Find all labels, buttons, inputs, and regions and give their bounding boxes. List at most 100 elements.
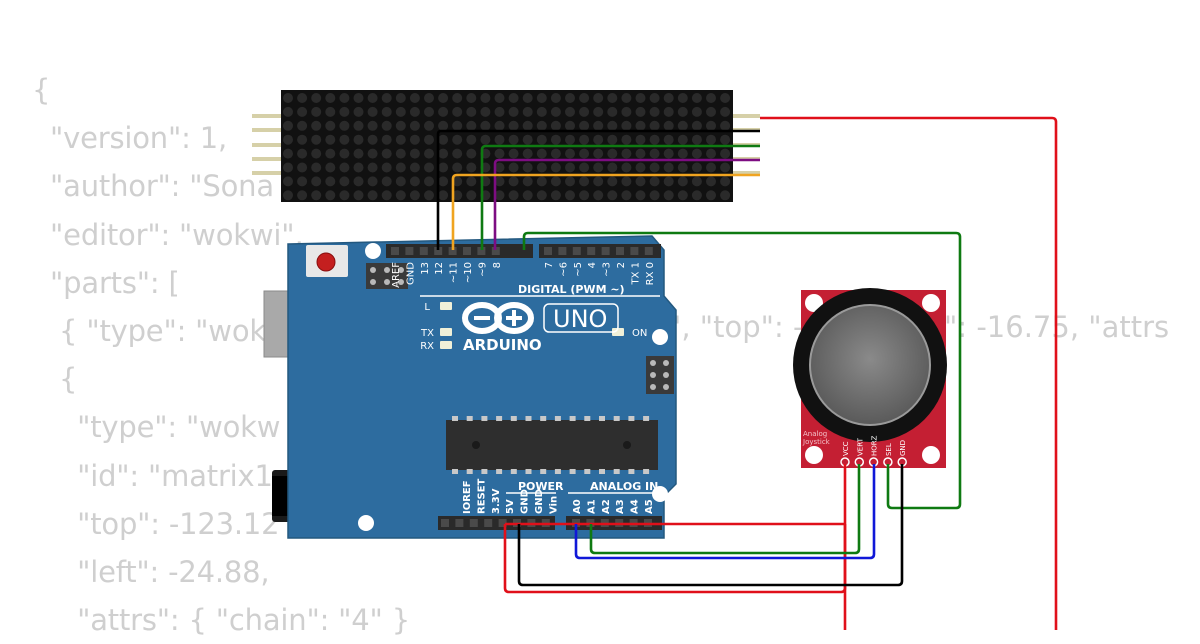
matrix-led [494, 120, 505, 131]
digital-pin[interactable] [644, 247, 653, 255]
code-line: "id": "matrix1 [32, 458, 273, 493]
matrix-led [649, 190, 660, 201]
digital-pin[interactable] [601, 247, 610, 255]
matrix-led [593, 176, 604, 187]
matrix-led [607, 190, 618, 201]
matrix-led [508, 134, 519, 145]
matrix-led [635, 162, 646, 173]
matrix-led [480, 120, 491, 131]
icsp-header [366, 263, 408, 289]
wire-horz[interactable] [574, 464, 876, 560]
matrix-led [480, 106, 491, 117]
power-pin[interactable] [455, 519, 464, 527]
digital-pin[interactable] [491, 247, 500, 255]
joystick-pin-label: VERT [856, 437, 864, 456]
reset-button[interactable] [316, 252, 336, 272]
matrix-led [649, 134, 660, 145]
led-l-label: L [424, 302, 430, 313]
matrix-led [325, 106, 336, 117]
digital-pin[interactable] [463, 247, 471, 255]
digital-pin[interactable] [405, 247, 414, 255]
wire-din[interactable] [480, 144, 760, 250]
wire-vert[interactable] [589, 464, 861, 555]
matrix-led [635, 106, 646, 117]
matrix-led [522, 120, 533, 131]
digital-pin[interactable] [419, 247, 428, 255]
digital-pin-label: RX 0 [645, 262, 656, 285]
matrix-led [311, 176, 322, 187]
power-pin[interactable] [441, 519, 449, 527]
digital-pin[interactable] [630, 247, 639, 255]
matrix-led [283, 162, 293, 173]
matrix-led [395, 120, 406, 131]
code-line: "left": -24.88, [32, 554, 270, 589]
matrix-led [663, 120, 674, 131]
power-pin-label: 3.3V [491, 488, 502, 514]
matrix-led [720, 190, 731, 201]
matrix-led [283, 120, 293, 131]
matrix-led [508, 148, 519, 159]
matrix-led [579, 134, 590, 145]
matrix-led [536, 162, 547, 173]
matrix-led [283, 176, 293, 187]
power-pin[interactable] [469, 519, 478, 527]
matrix-pin [252, 114, 282, 118]
mounting-hole [365, 243, 381, 259]
digital-pin[interactable] [544, 247, 552, 255]
wire-gnd-matrix[interactable] [436, 129, 760, 250]
matrix-led [663, 106, 674, 117]
led-matrix[interactable] [252, 90, 760, 202]
matrix-led [438, 176, 449, 187]
matrix-led [663, 176, 674, 187]
chip-pin [628, 416, 635, 421]
matrix-led [339, 162, 350, 173]
wire-cs[interactable] [493, 158, 760, 250]
matrix-led [424, 190, 434, 201]
matrix-led [550, 176, 561, 187]
matrix-led [381, 93, 392, 103]
digital-pin[interactable] [572, 247, 581, 255]
matrix-pin [252, 128, 282, 132]
digital-pin[interactable] [616, 247, 624, 255]
matrix-led [367, 120, 378, 131]
arduino-brand: ARDUINO [463, 336, 542, 354]
power-pin[interactable] [484, 519, 493, 527]
matrix-led [536, 148, 547, 159]
wire-vcc-matrix[interactable] [760, 116, 1058, 630]
digital-pin[interactable] [391, 247, 399, 255]
wire-sel[interactable] [522, 231, 962, 510]
digital-pin[interactable] [558, 247, 567, 255]
chip-pin [510, 416, 517, 421]
wire-gnd-joystick[interactable] [517, 464, 904, 587]
code-line: { [32, 73, 51, 107]
joystick-hole [805, 294, 823, 312]
circuit-canvas: ", "top": - ": -16.75, "attrs [252, 90, 1169, 630]
joystick-knob[interactable] [809, 304, 931, 426]
matrix-led [297, 106, 308, 117]
digital-pin[interactable] [448, 247, 457, 255]
matrix-led [325, 162, 336, 173]
digital-pin-label: 7 [544, 262, 555, 268]
matrix-led [353, 148, 364, 159]
digital-pin[interactable] [587, 247, 596, 255]
matrix-led [508, 190, 519, 201]
matrix-led [621, 176, 632, 187]
matrix-pin [732, 171, 760, 175]
chip-pin [613, 469, 620, 474]
matrix-led [367, 176, 378, 187]
matrix-led [607, 120, 618, 131]
matrix-led [381, 148, 392, 159]
power-pin[interactable] [498, 519, 507, 527]
digital-pin[interactable] [477, 247, 486, 255]
matrix-led [621, 93, 632, 103]
matrix-led [297, 93, 308, 103]
digital-pin[interactable] [434, 247, 443, 255]
wire-clk[interactable] [451, 173, 760, 250]
matrix-led [579, 148, 590, 159]
matrix-pin [252, 143, 282, 147]
matrix-led [339, 106, 350, 117]
digital-pin-label: ~3 [602, 262, 613, 277]
digital-pin-label: 12 [434, 262, 445, 275]
